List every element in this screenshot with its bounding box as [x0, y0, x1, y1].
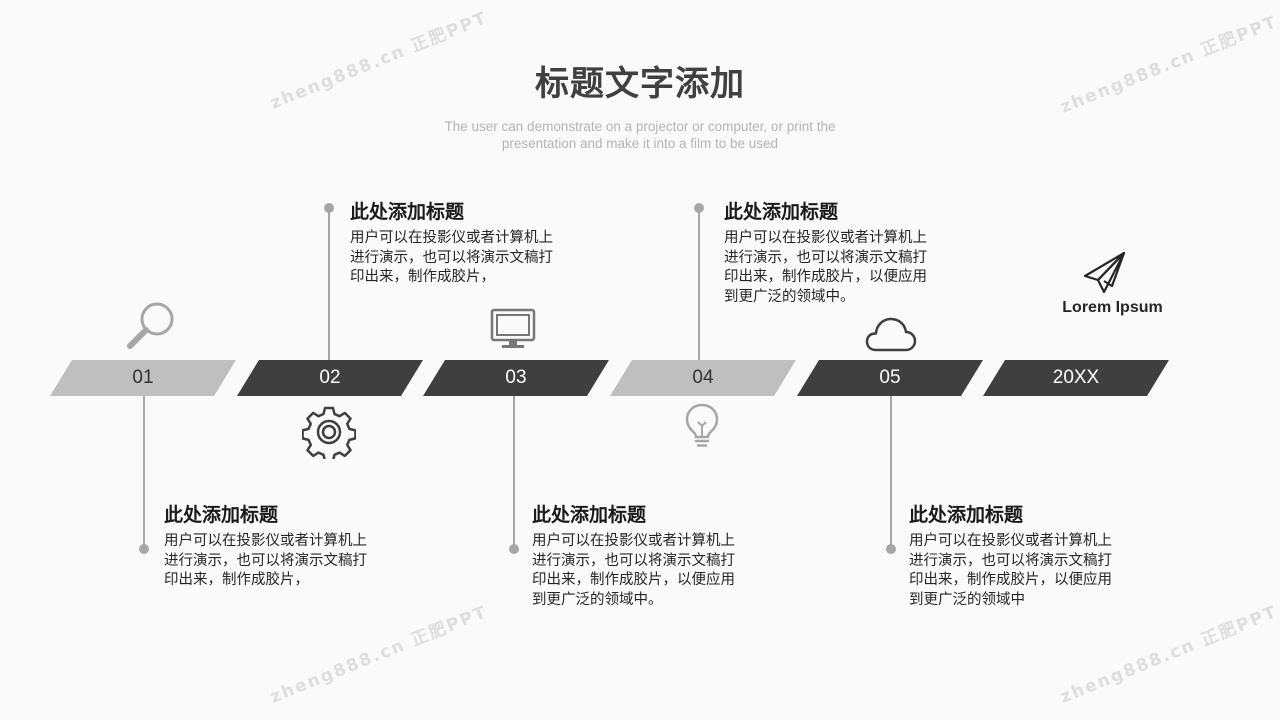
- item-heading: 此处添加标题: [350, 201, 465, 223]
- timeline-item-03: 此处添加标题 用户可以在投影仪或者计算机上 进行演示，也可以将演示文稿打 印出来…: [532, 502, 772, 610]
- item-body: 用户可以在投影仪或者计算机上 进行演示，也可以将演示文稿打 印出来，制作成胶片，…: [724, 230, 927, 305]
- connector-line: [143, 395, 145, 548]
- subtitle-line: presentation and make it into a film to …: [501, 136, 779, 151]
- timeline-segment-05: 05: [797, 360, 983, 396]
- item-heading: 此处添加标题: [909, 504, 1024, 526]
- timeline-item-02: 此处添加标题 用户可以在投影仪或者计算机上 进行演示，也可以将演示文稿打 印出来…: [350, 199, 590, 288]
- item-body: 用户可以在投影仪或者计算机上 进行演示，也可以将演示文稿打 印出来，制作成胶片，…: [532, 533, 735, 608]
- magnifier-icon: [127, 302, 174, 349]
- timeline-item-05: 此处添加标题 用户可以在投影仪或者计算机上 进行演示，也可以将演示文稿打 印出来…: [909, 502, 1149, 610]
- watermark: zheng888.cn 正肥PPT: [1057, 602, 1280, 708]
- lightbulb-icon: [685, 403, 719, 447]
- item-heading: 此处添加标题: [532, 504, 647, 526]
- item-body: 用户可以在投影仪或者计算机上 进行演示，也可以将演示文稿打 印出来，制作成胶片，: [164, 533, 367, 588]
- connector-dot: [886, 544, 896, 554]
- subtitle-line: The user can demonstrate on a projector …: [444, 119, 836, 134]
- timeline-item-04: 此处添加标题 用户可以在投影仪或者计算机上 进行演示，也可以将演示文稿打 印出来…: [724, 199, 964, 307]
- gear-icon: [302, 406, 356, 459]
- cloud-icon: [865, 317, 917, 352]
- timeline-item-01: 此处添加标题 用户可以在投影仪或者计算机上 进行演示，也可以将演示文稿打 印出来…: [164, 502, 404, 591]
- connector-line: [698, 207, 700, 361]
- connector-dot: [509, 544, 519, 554]
- item-heading: 此处添加标题: [164, 504, 279, 526]
- connector-dot: [694, 203, 704, 213]
- watermark: zheng888.cn 正肥PPT: [267, 602, 491, 708]
- item-body: 用户可以在投影仪或者计算机上 进行演示，也可以将演示文稿打 印出来，制作成胶片，…: [909, 533, 1112, 608]
- timeline-segment-03: 03: [423, 360, 609, 396]
- connector-dot: [139, 544, 149, 554]
- slide-subtitle: The user can demonstrate on a projector …: [390, 118, 890, 152]
- connector-line: [328, 207, 330, 361]
- connector-line: [513, 395, 515, 548]
- slide-title: 标题文字添加: [535, 64, 745, 104]
- connector-dot: [324, 203, 334, 213]
- monitor-icon: [490, 308, 536, 348]
- timeline-segment-02: 02: [237, 360, 423, 396]
- connector-line: [890, 395, 892, 548]
- paper-plane-icon: [1083, 251, 1126, 294]
- item-body: 用户可以在投影仪或者计算机上 进行演示，也可以将演示文稿打 印出来，制作成胶片，: [350, 230, 553, 285]
- item-heading: 此处添加标题: [724, 201, 839, 223]
- timeline-segment-04: 04: [610, 360, 796, 396]
- end-label: Lorem Ipsum: [1062, 299, 1163, 316]
- timeline-segment-20xx: 20XX: [983, 360, 1169, 396]
- timeline-segment-01: 01: [50, 360, 236, 396]
